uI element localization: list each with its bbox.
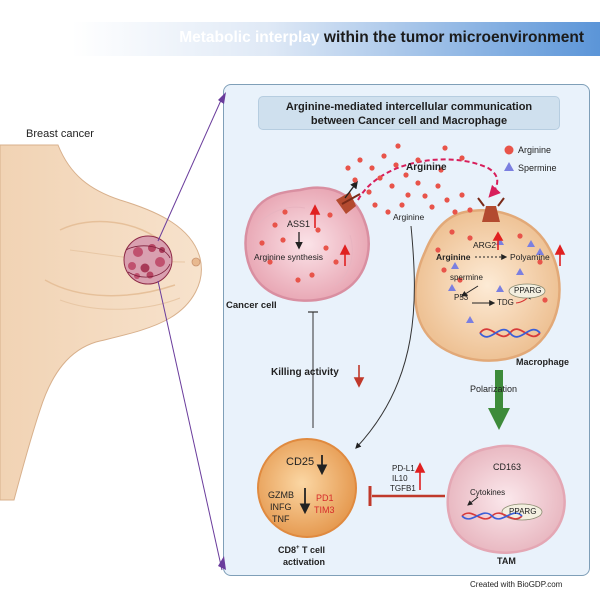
pparg-tam-label: PPARG xyxy=(509,507,537,516)
polarization-label: Polarization xyxy=(470,384,518,394)
zoom-line-bottom xyxy=(157,280,223,571)
killing-activity-label: Killing activity xyxy=(271,367,339,378)
arginine-synthesis-label: Arginine synthesis xyxy=(254,252,323,262)
legend-spermine-label: Spermine xyxy=(518,163,557,173)
tcell-label: CD8+ T cell xyxy=(278,545,326,555)
macrophage-label: Macrophage xyxy=(516,357,570,367)
tam-cell xyxy=(446,444,566,554)
tdg-label: TDG xyxy=(497,298,514,307)
pd1-label: PD1 xyxy=(316,493,334,503)
ass1-label: ASS1 xyxy=(287,219,311,229)
cytokines-label: Cytokines xyxy=(470,488,506,497)
breast-cancer-label: Breast cancer xyxy=(26,128,94,140)
cd25-label: CD25 xyxy=(286,456,315,468)
tgfb1-label: TGFB1 xyxy=(390,484,416,493)
zoom-line-top xyxy=(157,97,223,242)
macrophage-cell xyxy=(414,209,561,362)
arginine-dots xyxy=(259,143,548,303)
il10-label: IL10 xyxy=(392,474,408,483)
panel-title-line1: Arginine-mediated intercellular communic… xyxy=(285,101,533,113)
infg-label: INFG xyxy=(270,502,292,512)
cancer-transporter xyxy=(336,192,361,214)
t-cell xyxy=(257,438,357,538)
cancer-cell-label: Cancer cell xyxy=(226,300,277,311)
gzmb-label: GZMB xyxy=(268,490,294,500)
breast-tumor xyxy=(123,235,173,285)
arginine-mac-label: Arginine xyxy=(436,252,471,262)
pparg-mac-oval xyxy=(508,283,546,299)
p53-label: P53 xyxy=(454,293,469,302)
arginine-transport-label: Arginine xyxy=(406,162,447,173)
legend-arginine-dot xyxy=(504,145,514,155)
header-band xyxy=(0,22,600,56)
polarization-arrow xyxy=(488,370,510,430)
arginine-to-tcell-arrow xyxy=(355,225,415,449)
arginine-extracellular-label: Arginine xyxy=(393,212,425,222)
pparg-mac-label: PPARG xyxy=(514,286,542,295)
spermine-label: spermine xyxy=(450,273,483,282)
panel-title-line2: between Cancer cell and Macrophage xyxy=(310,115,508,127)
killing-down-arrow xyxy=(353,365,365,388)
cancer-cell xyxy=(244,186,370,302)
tim3-label: TIM3 xyxy=(314,505,335,515)
macrophage-dna xyxy=(479,328,541,338)
title-lead: Metabolic interplay xyxy=(179,29,320,46)
macrophage-transporter xyxy=(477,197,505,222)
title-rest: within the tumor microenvironment xyxy=(323,29,584,46)
panel-title: Arginine-mediated intercellular communic… xyxy=(258,96,560,130)
legend-spermine-triangle xyxy=(504,162,514,171)
pdl1-label: PD-L1 xyxy=(392,464,415,473)
cd163-label: CD163 xyxy=(493,462,522,472)
page-title: Metabolic interplay within the tumor mic… xyxy=(179,29,584,47)
tam-dna xyxy=(461,512,523,520)
pparg-tam-oval xyxy=(501,503,543,521)
tam-label: TAM xyxy=(497,556,516,566)
polyamine-label: Polyamine xyxy=(510,252,550,262)
legend-arginine-label: Arginine xyxy=(518,145,552,155)
breast-illustration xyxy=(0,144,202,501)
arg2-label: ARG2 xyxy=(473,240,497,250)
tcell-activation-label: activation xyxy=(283,557,326,567)
tnf-label: TNF xyxy=(272,514,290,524)
credit-label: Created with BioGDP.com xyxy=(470,580,563,589)
